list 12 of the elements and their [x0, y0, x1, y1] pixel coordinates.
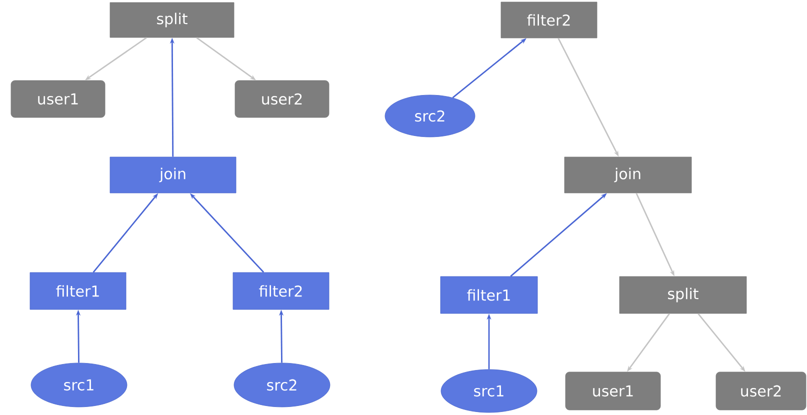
process-box: join: [564, 156, 692, 194]
process-box: filter2: [232, 272, 330, 310]
rounded-box: user1: [10, 80, 106, 118]
process-box: filter1: [440, 276, 538, 314]
process-box: split: [619, 276, 747, 314]
rounded-box: user1: [565, 372, 661, 410]
process-box: filter1: [30, 272, 126, 310]
rounded-box: user2: [716, 372, 806, 410]
rounded-box: user2: [234, 80, 330, 118]
process-box: split: [110, 2, 234, 38]
process-box: join: [110, 156, 236, 194]
process-box: filter2: [500, 2, 598, 38]
